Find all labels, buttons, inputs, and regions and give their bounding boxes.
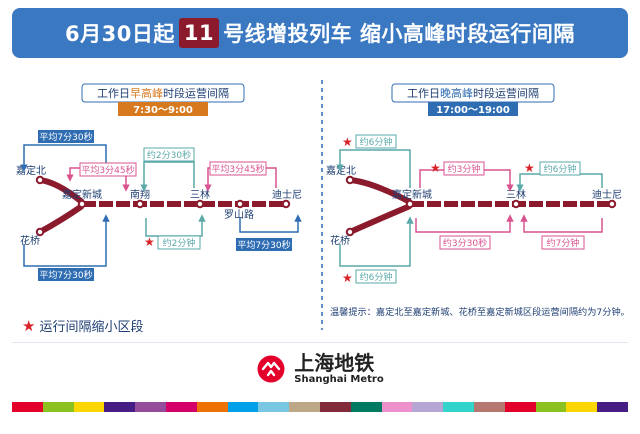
brand: 上海地铁 Shanghai Metro [0, 352, 640, 385]
evening-station-jiadingbei-label: 嘉定北 [326, 164, 356, 177]
stripe-segment [504, 402, 536, 412]
evening-station-huaqiao-label: 花桥 [330, 234, 350, 247]
stripe-segment [473, 402, 505, 412]
morning-panel: 工作日早高峰时段运营间隔 7:30～9:00 嘉定北 花桥 嘉定新城 南翔 三林… [16, 83, 302, 281]
morning-interval-top-blue: 平均7分30秒 [39, 131, 92, 143]
evening-station-dishini-label: 迪士尼 [592, 188, 622, 201]
morning-interval-blue-bottom-left: 平均7分30秒 [39, 269, 92, 281]
evening-panel: 工作日晚高峰时段运营间隔 17:00～19:00 嘉定北 花桥 嘉定新城 三林 … [326, 83, 622, 285]
stripe-segment [135, 402, 166, 412]
station-huaqiao-label: 花桥 [20, 234, 40, 247]
stripe-segment [443, 402, 474, 412]
evening-station-jiadingbei-dot [345, 175, 355, 185]
evening-station-dishini-dot [607, 199, 617, 209]
station-luoshanlu-dot [235, 199, 245, 209]
stripe-segment [412, 402, 444, 412]
evening-station-jiadingxincheng-dot [405, 199, 415, 209]
header-banner: 6月30日起 11 号线增投列车 缩小高峰时段运行间隔 [12, 8, 628, 58]
evening-interval-pink-top: 约3分钟 [448, 163, 481, 175]
station-nanxiang-dot [135, 199, 145, 209]
station-jiadingxincheng-dot [77, 199, 87, 209]
evening-line-branch-north [349, 177, 412, 205]
stripe-segment [566, 402, 598, 412]
station-jiadingxincheng-label: 嘉定新城 [62, 188, 102, 201]
stripe-segment [12, 402, 43, 412]
line-number-badge: 11 [178, 18, 220, 48]
evening-station-huaqiao-dot [345, 227, 355, 237]
legend-label: 运行间隔缩小区段 [39, 320, 144, 335]
stripe-segment [319, 402, 351, 412]
stripe-segment [258, 402, 290, 412]
divider-line [12, 342, 628, 343]
brand-name-cn: 上海地铁 [294, 351, 375, 375]
legend-star-icon: ★ [22, 316, 36, 335]
morning-time: 7:30～9:00 [133, 105, 193, 116]
interval-diagram: 工作日早高峰时段运营间隔 7:30～9:00 嘉定北 花桥 嘉定新城 南翔 三林… [16, 80, 622, 330]
evening-station-sanlin-label: 三林 [506, 188, 526, 201]
legend: ★ 运行间隔缩小区段 [22, 316, 144, 336]
morning-interval-teal-bottom: 约2分钟 [163, 237, 196, 249]
evening-star-icon-2: ★ [430, 161, 441, 175]
station-luoshanlu-label: 罗山路 [224, 208, 254, 221]
evening-interval-top-left: 约6分钟 [360, 136, 393, 148]
evening-station-sanlin-dot [511, 199, 521, 209]
evening-star-icon-1: ★ [342, 135, 353, 149]
evening-interval-bottom-left: 约6分钟 [360, 271, 393, 283]
station-nanxiang-label: 南翔 [130, 188, 150, 201]
shanghai-metro-logo-icon [257, 355, 285, 382]
stripe-segment [350, 402, 382, 412]
color-stripe [12, 402, 628, 412]
evening-time: 17:00～19:00 [436, 105, 510, 116]
evening-title: 工作日晚高峰时段运营间隔 [407, 86, 539, 100]
stripe-segment [165, 402, 197, 412]
evening-interval-pink-bottom-right: 约7分钟 [547, 237, 580, 249]
evening-interval-teal-top-right: 约6分钟 [544, 163, 577, 175]
stripe-segment [289, 402, 320, 412]
station-dishini-label: 迪士尼 [272, 188, 302, 201]
header-suffix: 号线增投列车 缩小高峰时段运行间隔 [223, 22, 575, 46]
station-sanlin-label: 三林 [190, 188, 210, 201]
stripe-segment [196, 402, 228, 412]
morning-star-icon: ★ [144, 235, 155, 249]
evening-interval-pink-bottom-left: 约3分30秒 [443, 237, 487, 249]
stripe-segment [73, 402, 105, 412]
stripe-segment [227, 402, 259, 412]
morning-line-branch-south [38, 203, 84, 235]
morning-interval-pink-right: 平均3分45秒 [211, 163, 264, 175]
station-sanlin-dot [195, 199, 205, 209]
brand-name-en: Shanghai Metro [294, 374, 384, 385]
morning-interval-teal-top: 约2分30秒 [147, 149, 191, 161]
station-huaqiao-dot [35, 227, 45, 237]
morning-title: 工作日早高峰时段运营间隔 [97, 86, 229, 100]
station-jiadingbei-dot [35, 175, 45, 185]
stripe-segment [104, 402, 136, 412]
evening-star-icon-4: ★ [342, 271, 353, 285]
evening-station-jiadingxincheng-label: 嘉定新城 [392, 188, 432, 201]
stripe-segment [42, 402, 74, 412]
station-jiadingbei-label: 嘉定北 [16, 164, 46, 177]
header-prefix: 6月30日起 [65, 22, 175, 46]
station-dishini-dot [281, 199, 291, 209]
evening-star-icon-3: ★ [524, 161, 535, 175]
stripe-segment [381, 402, 413, 412]
tip-text: 温馨提示：嘉定北至嘉定新城、花桥至嘉定新城区段运营间隔约为7分钟。 [330, 307, 630, 318]
evening-line-branch-south [348, 203, 412, 235]
stripe-segment [597, 402, 628, 412]
stripe-segment [535, 402, 567, 412]
morning-interval-blue-bottom-right: 平均7分30秒 [237, 239, 290, 251]
morning-interval-pink-left: 平均3分45秒 [81, 164, 134, 176]
